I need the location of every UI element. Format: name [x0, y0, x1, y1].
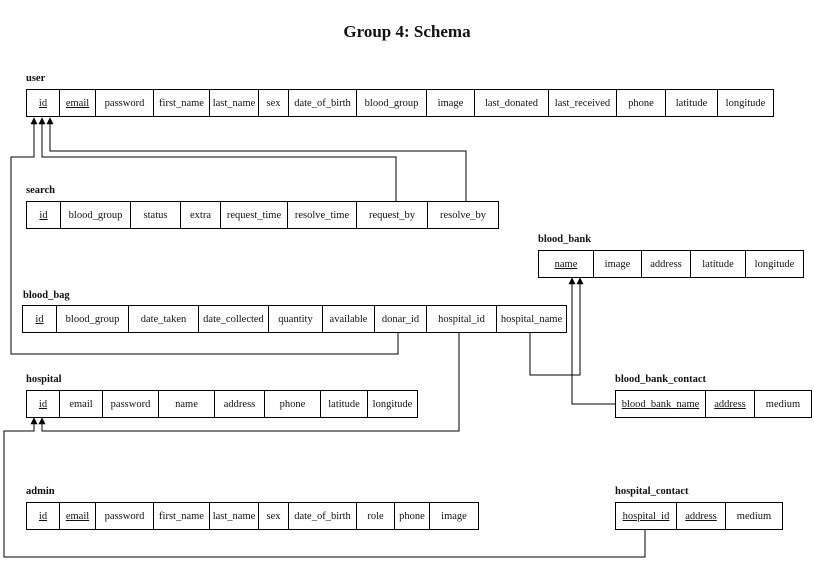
blood-bag-column-hospital-name: hospital_name [500, 313, 563, 325]
blood-bank-contact-column-address: address [706, 391, 755, 417]
user-column-password: password [96, 90, 154, 116]
hospital-contact-column-medium: medium [736, 510, 772, 522]
fk-hospital-contact-to-hospital [3, 417, 646, 558]
table-name-admin: admin [26, 486, 55, 497]
table-name-hospital-contact: hospital_contact [615, 486, 689, 497]
user-column-first-name: first_name [154, 90, 210, 116]
admin-column-date-of-birth: date_of_birth [289, 503, 357, 529]
search-column-request-by: request_by [357, 202, 428, 228]
search-column-status: status [131, 202, 181, 228]
hospital-column-latitude: latitude [321, 391, 368, 417]
user-column-image: image [427, 90, 475, 116]
blood-bag-column-id: id [23, 306, 57, 332]
hospital-column-password: password [103, 391, 159, 417]
admin-column-sex: sex [259, 503, 289, 529]
user-column-latitude: latitude [666, 90, 718, 116]
search-column-resolve-by: resolve_by [439, 209, 487, 221]
fk-blood-bag-hospital-id-to-hospital [38, 333, 460, 432]
diagram-title: Group 4: Schema [343, 22, 471, 41]
admin-column-image: image [441, 510, 467, 522]
blood-bank-column-latitude: latitude [691, 251, 746, 277]
blood-bag-column-hospital-id: hospital_id [427, 306, 497, 332]
hospital-column-id: id [27, 391, 60, 417]
hospital-column-phone: phone [265, 391, 321, 417]
hospital-contact-column-hospital-id: hospital_id [616, 503, 677, 529]
user-column-last-received: last_received [549, 90, 617, 116]
user-column-last-donated: last_donated [475, 90, 549, 116]
blood-bank-column-name: name [539, 251, 594, 277]
user-column-longitude: longitude [725, 97, 766, 109]
search-column-extra: extra [181, 202, 221, 228]
hospital-column-longitude: longitude [372, 398, 413, 410]
blood-bag-column-blood-group: blood_group [57, 306, 129, 332]
blood-bag-column-date-collected: date_collected [199, 306, 269, 332]
admin-column-first-name: first_name [154, 503, 210, 529]
blood-bank-column-address: address [642, 251, 691, 277]
user-column-date-of-birth: date_of_birth [289, 90, 357, 116]
search-column-blood-group: blood_group [61, 202, 131, 228]
search-column-id: id [27, 202, 61, 228]
blood-bag-column-quantity: quantity [269, 306, 323, 332]
table-name-hospital: hospital [26, 374, 62, 385]
hospital-column-name: name [159, 391, 215, 417]
search-column-resolve-time: resolve_time [288, 202, 357, 228]
admin-column-role: role [357, 503, 395, 529]
admin-column-email: email [60, 503, 96, 529]
table-name-blood-bag: blood_bag [23, 290, 70, 301]
fk-blood-bag-hospital-name-to-blood-bank [529, 277, 584, 376]
blood-bank-contact-column-blood-bank-name: blood_bank_name [616, 391, 706, 417]
admin-column-last-name: last_name [210, 503, 259, 529]
table-name-blood-bank: blood_bank [538, 234, 592, 245]
hospital-contact-column-address: address [677, 503, 726, 529]
fk-search-resolve-by-to-user [46, 117, 467, 201]
blood-bank-contact-column-medium: medium [765, 398, 801, 410]
user-column-sex: sex [259, 90, 289, 116]
blood-bag-column-available: available [323, 306, 375, 332]
admin-column-id: id [27, 503, 60, 529]
fk-blood-bag-donar-id-to-user [10, 117, 399, 355]
user-column-phone: phone [617, 90, 666, 116]
table-name-user: user [26, 73, 46, 84]
blood-bag-column-donar-id: donar_id [375, 306, 427, 332]
user-column-id: id [27, 90, 60, 116]
fk-search-request-by-to-user [38, 117, 397, 201]
user-column-blood-group: blood_group [357, 90, 427, 116]
user-column-last-name: last_name [210, 90, 259, 116]
blood-bank-column-image: image [594, 251, 642, 277]
admin-column-password: password [96, 503, 154, 529]
table-name-search: search [26, 185, 55, 196]
fk-blood-bank-contact-to-blood-bank [568, 277, 615, 405]
hospital-column-email: email [60, 391, 103, 417]
admin-column-phone: phone [395, 503, 430, 529]
blood-bag-column-date-taken: date_taken [129, 306, 199, 332]
hospital-column-address: address [215, 391, 265, 417]
user-column-email: email [60, 90, 96, 116]
search-column-request-time: request_time [221, 202, 288, 228]
table-name-blood-bank-contact: blood_bank_contact [615, 374, 707, 385]
blood-bank-column-longitude: longitude [754, 258, 795, 270]
